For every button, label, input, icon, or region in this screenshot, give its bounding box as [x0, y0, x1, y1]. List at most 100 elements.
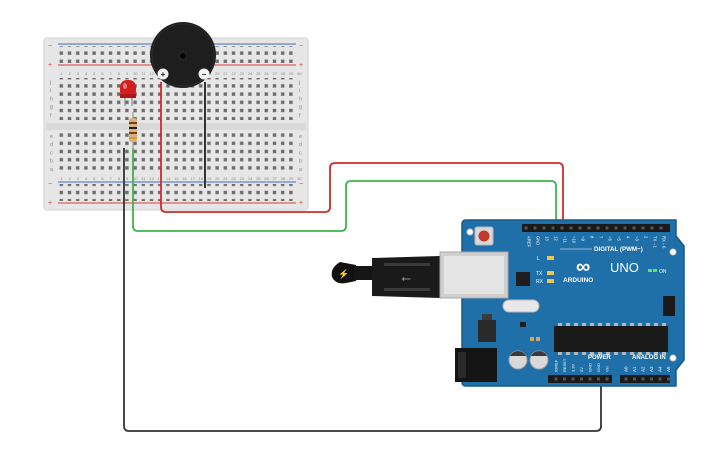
header-pin[interactable] — [542, 226, 546, 230]
digital-pin-label: 12 — [554, 236, 559, 241]
header-pin[interactable] — [560, 226, 564, 230]
buzzer-plus-terminal[interactable] — [157, 68, 169, 80]
column-number: 12 — [149, 71, 154, 76]
green-wire[interactable] — [132, 148, 557, 232]
header-pin[interactable] — [524, 226, 528, 230]
header-pin[interactable] — [605, 226, 609, 230]
bottom-header-pins[interactable] — [554, 377, 671, 381]
breadboard-column-numbers: 1122334455667788991010111112121313141415… — [60, 71, 302, 181]
power-header-pin[interactable] — [588, 377, 592, 381]
black-wire-ground[interactable] — [123, 148, 602, 432]
row-letter: e — [299, 134, 302, 140]
column-number: 2 — [69, 71, 72, 76]
led-red[interactable] — [120, 80, 136, 106]
header-pin[interactable] — [569, 226, 573, 230]
resistor-band-1 — [129, 122, 137, 124]
power-header-pin[interactable] — [571, 377, 575, 381]
row-letter: d — [50, 142, 53, 148]
rail-minus-sign-bottom-left: − — [48, 181, 52, 188]
on-label: ON — [659, 269, 667, 275]
header-pin[interactable] — [596, 226, 600, 230]
chip-pin — [630, 352, 634, 355]
analog-header-pin[interactable] — [641, 377, 645, 381]
analog-header[interactable] — [620, 375, 670, 383]
chip-pin — [582, 323, 586, 326]
header-pin[interactable] — [632, 226, 636, 230]
header-pin[interactable] — [551, 226, 555, 230]
header-pin[interactable] — [587, 226, 591, 230]
column-number: 7 — [110, 176, 113, 181]
header-pin[interactable] — [614, 226, 618, 230]
digital-pin-label: 2 — [644, 236, 649, 239]
crystal-oscillator — [502, 299, 540, 313]
row-letter: a — [299, 167, 303, 173]
chip-pin — [574, 352, 578, 355]
led-rx-label: RX — [536, 279, 544, 285]
column-number: 20 — [215, 71, 220, 76]
red-wire[interactable] — [160, 82, 564, 232]
header-pin[interactable] — [659, 226, 663, 230]
bottom-power-rail-holes[interactable] — [58, 184, 296, 201]
digital-pin-label: 8 — [590, 236, 595, 239]
small-chip-1 — [520, 322, 526, 327]
column-number: 2 — [69, 176, 72, 181]
column-number: 18 — [199, 176, 204, 181]
power-pin-label: GND — [588, 363, 593, 372]
buzzer-hole — [179, 52, 187, 60]
usb-cable[interactable]: ⚡ ⭠ — [331, 256, 440, 298]
resistor[interactable] — [129, 112, 137, 150]
usb-symbol-icon: ⭠ — [401, 271, 411, 285]
digital-pin-label: ~9 — [581, 236, 586, 241]
header-pin[interactable] — [578, 226, 582, 230]
icsp-header[interactable] — [663, 296, 675, 316]
header-pin[interactable] — [650, 226, 654, 230]
digital-pin-label: ~6 — [608, 236, 613, 241]
power-header-pin[interactable] — [580, 377, 583, 381]
usb-plug-housing — [372, 256, 440, 298]
atmega-microcontroller — [554, 326, 668, 352]
column-number: 25 — [256, 71, 261, 76]
power-pin-label: IOREF — [554, 359, 559, 372]
row-letter: j — [49, 80, 51, 86]
column-number: 23 — [240, 176, 245, 181]
wires[interactable] — [123, 82, 602, 432]
column-number: 14 — [166, 176, 171, 181]
power-header-pin[interactable] — [597, 377, 600, 381]
column-number: 25 — [256, 176, 261, 181]
analog-header-pin[interactable] — [658, 377, 662, 381]
analog-header-pin[interactable] — [650, 377, 653, 381]
header-pin[interactable] — [641, 226, 645, 230]
power-header-pin[interactable] — [563, 377, 566, 381]
analog-header-pin[interactable] — [624, 377, 628, 381]
row-letter: b — [299, 159, 302, 165]
power-header-pin[interactable] — [554, 377, 558, 381]
chip-pin — [590, 323, 594, 326]
piezo-buzzer[interactable]: + − — [150, 22, 216, 88]
power-pin-label: 5V — [579, 367, 584, 372]
reset-button[interactable] — [478, 230, 490, 242]
digital-pwm-label: DIGITAL (PWM~) — [594, 246, 643, 253]
capacitor-1-top — [510, 351, 526, 356]
usb-plug-grip-1 — [384, 263, 430, 266]
column-number: 8 — [118, 71, 121, 76]
buzzer-minus-terminal[interactable] — [198, 68, 210, 80]
header-pin[interactable] — [623, 226, 627, 230]
arduino-infinity-icon: ∞ — [576, 256, 590, 278]
power-header-pin[interactable] — [605, 377, 609, 381]
bottom-terminal-holes[interactable] — [58, 132, 296, 174]
digital-header-pins[interactable] — [524, 226, 663, 230]
analog-header-pin[interactable] — [667, 377, 670, 381]
mounting-hole-1 — [466, 228, 474, 236]
resistor-band-2 — [129, 127, 137, 129]
row-letter: c — [299, 150, 302, 156]
buzzer-plus-label: + — [161, 70, 166, 79]
header-pin[interactable] — [533, 226, 537, 230]
column-number: 10 — [133, 71, 138, 76]
column-number: 28 — [281, 176, 286, 181]
digital-header[interactable] — [522, 224, 670, 232]
analog-header-pin[interactable] — [633, 377, 636, 381]
